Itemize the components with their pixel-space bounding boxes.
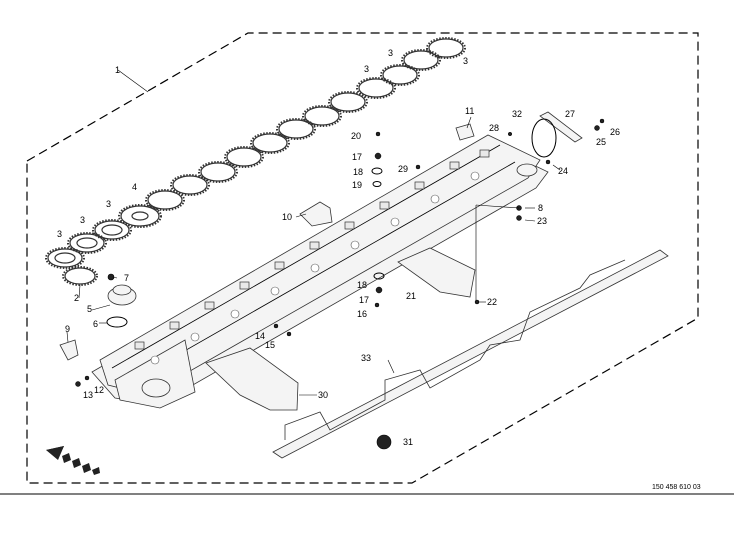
- callout-24: 24: [558, 166, 568, 176]
- callout-33: 33: [361, 353, 371, 363]
- washer-18a: [371, 167, 383, 175]
- gear-teeth: [45, 37, 466, 286]
- bracket-10: [299, 201, 333, 227]
- callout-17: 17: [352, 152, 362, 162]
- callout-11: 11: [465, 106, 474, 116]
- callout-15: 15: [265, 340, 275, 350]
- knife-guards: [134, 149, 490, 350]
- callout-21: 21: [406, 291, 416, 301]
- callout-26: 26: [610, 127, 620, 137]
- rivet-31: [376, 434, 392, 450]
- leader-lines: [66, 69, 561, 396]
- shield-30: [205, 347, 299, 411]
- callout-25: 25: [596, 137, 606, 147]
- cutter-bar-frame: [91, 134, 549, 409]
- seal-32: [531, 118, 557, 158]
- washer-19: [372, 181, 382, 187]
- callout-7: 7: [124, 273, 129, 283]
- callout-2: 2: [74, 293, 79, 303]
- hub-top: [112, 284, 132, 296]
- callout-1: 1: [115, 65, 120, 75]
- direction-arrow-icon: [46, 446, 100, 475]
- callout-20: 20: [351, 131, 361, 141]
- o-ring: [106, 316, 128, 328]
- assembly-boundary: [26, 32, 699, 484]
- shield-21: [397, 247, 476, 298]
- callout-18: 18: [353, 167, 363, 177]
- callout-22: 22: [487, 297, 497, 307]
- gear-train: [47, 38, 464, 285]
- callout-3: 3: [364, 64, 369, 74]
- callout-23: 23: [537, 216, 547, 226]
- callout-labels: 1 2 3 3 3 3 3 3 4 5 6 7 8 9 10 11 12 13 …: [57, 48, 620, 447]
- callout-14: 14: [255, 331, 265, 341]
- callout-12: 12: [94, 385, 104, 395]
- callout-3: 3: [388, 48, 393, 58]
- lever-part: [59, 339, 79, 361]
- callout-17: 17: [359, 295, 369, 305]
- callout-3: 3: [106, 199, 111, 209]
- callout-3: 3: [80, 215, 85, 225]
- callout-9: 9: [65, 324, 70, 334]
- clamp-11: [455, 123, 475, 141]
- document-number: 150 458 610 03: [652, 484, 701, 491]
- callout-8: 8: [538, 203, 543, 213]
- callout-27: 27: [565, 109, 575, 119]
- callout-16: 16: [357, 309, 367, 319]
- callout-4: 4: [132, 182, 137, 192]
- strip-27: [539, 111, 583, 143]
- callout-18: 18: [357, 280, 367, 290]
- knife-bar: [272, 249, 669, 459]
- callout-3: 3: [463, 56, 468, 66]
- washer-18b: [373, 272, 385, 280]
- callout-13: 13: [83, 390, 93, 400]
- callout-28: 28: [489, 123, 499, 133]
- callout-3: 3: [57, 229, 62, 239]
- callout-6: 6: [93, 319, 98, 329]
- callout-29: 29: [398, 164, 408, 174]
- callout-31: 31: [403, 437, 413, 447]
- callout-5: 5: [87, 304, 92, 314]
- callout-32: 32: [512, 109, 522, 119]
- callout-10: 10: [282, 212, 292, 222]
- callout-19: 19: [352, 180, 362, 190]
- knife-bar-sections: [284, 259, 626, 440]
- frame-holes: [150, 171, 480, 365]
- callout-30: 30: [318, 390, 328, 400]
